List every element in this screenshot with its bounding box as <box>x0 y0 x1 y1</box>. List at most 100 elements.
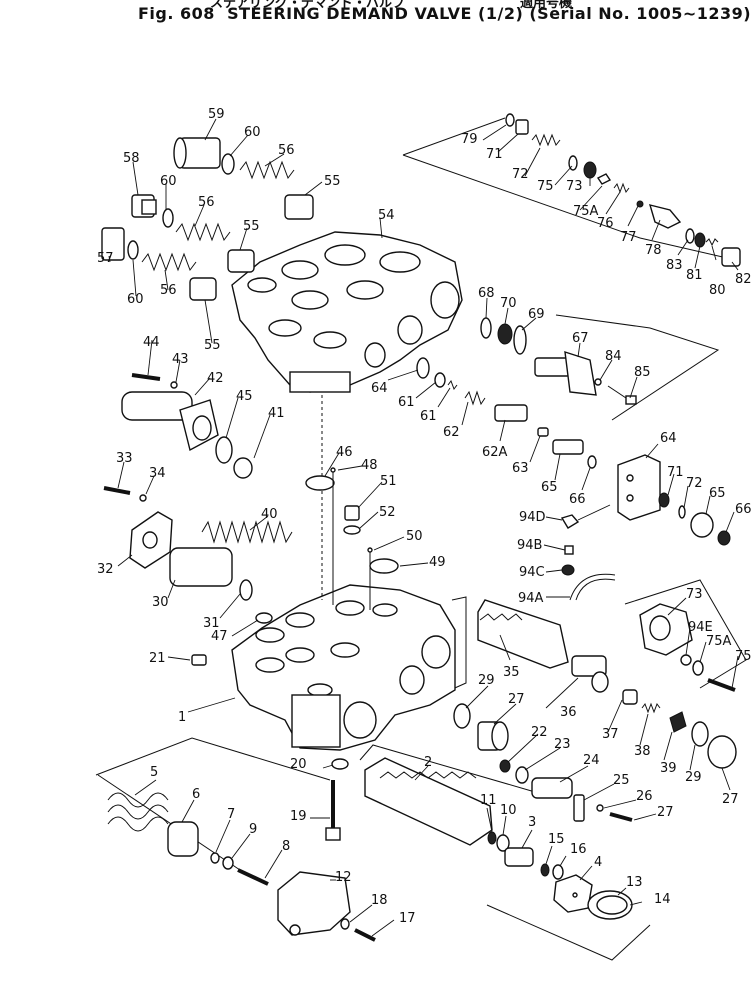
callout-47: 46 <box>336 445 353 460</box>
figure-title: Fig. 608 STEERING DEMAND VALVE (1/2) (Se… <box>138 4 751 23</box>
callout-94E: 94E <box>688 620 713 635</box>
callout-43: 42 <box>207 371 224 386</box>
callout-65-label: 65 <box>541 480 558 495</box>
callout-56: 56 <box>160 283 177 298</box>
callout-6: 6 <box>192 787 200 802</box>
callout-94A: 94A <box>518 591 544 606</box>
callout-58: 58 <box>123 151 140 166</box>
callout-82: 73 <box>566 179 583 194</box>
callout-34: 33 <box>116 451 133 466</box>
figure-name: STEERING DEMAND VALVE <box>227 4 472 23</box>
callout-70: 66 <box>735 502 752 517</box>
leader-lines <box>108 118 739 937</box>
callout-22: 22 <box>531 725 548 740</box>
callout-5: 5 <box>150 765 158 780</box>
callout-55: 55 <box>324 174 341 189</box>
callout-10: 10 <box>500 803 517 818</box>
callout-79: 70 <box>500 296 517 311</box>
callout-67: 63 <box>512 461 529 476</box>
callout-93: 84 <box>605 349 622 364</box>
callout-37: 36 <box>560 705 577 720</box>
callout-56: 56 <box>278 143 295 158</box>
callout-94: 85 <box>634 365 651 380</box>
callout-81: 72 <box>512 167 529 182</box>
callout-18: 18 <box>371 893 388 908</box>
callout-86: 77 <box>620 230 637 245</box>
block-parts <box>560 454 731 601</box>
title-bar: ステアリング・デマンド・バルブ 適用号機 Fig. 608 STEERING D… <box>0 0 754 30</box>
callout-53: 52 <box>379 505 396 520</box>
callout-26: 26 <box>636 789 653 804</box>
callout-64-label: 64 <box>660 431 677 446</box>
callout-31: 30 <box>152 595 169 610</box>
callout-7: 7 <box>227 807 235 822</box>
callout-92: 83 <box>666 258 683 273</box>
callout-59: 59 <box>208 107 225 122</box>
callout-3: 3 <box>528 815 536 830</box>
callout-57: 57 <box>97 251 114 266</box>
callout-94C: 94C <box>519 565 545 580</box>
callout-60: 60 <box>127 292 144 307</box>
callout-14: 14 <box>654 892 671 907</box>
callout-25: 25 <box>613 773 630 788</box>
callout-1: 1 <box>178 710 186 725</box>
callout-88: 79 <box>461 132 478 147</box>
callout-76: 67 <box>572 331 589 346</box>
callout-68: 64 <box>371 381 388 396</box>
callout-35: 34 <box>149 466 166 481</box>
callout-77: 68 <box>478 286 495 301</box>
callout-75-label: 75 <box>735 649 752 664</box>
figure-number: Fig. 608 <box>138 4 215 23</box>
title-japanese-serial: 適用号機 <box>520 0 573 11</box>
title-japanese: ステアリング・デマンド・バルブ <box>210 0 406 11</box>
callout-29: 27 <box>508 692 525 707</box>
callout-62: 61 <box>420 409 437 424</box>
callout-38: 37 <box>602 727 619 742</box>
left-middle-parts <box>103 373 293 666</box>
upper-valve-body <box>231 231 463 393</box>
callout-29: 27 <box>722 792 739 807</box>
callout-91: 82 <box>735 272 752 287</box>
callout-9: 9 <box>249 822 257 837</box>
callout-75A-label: 75A <box>706 634 732 649</box>
callout-72-label: 72 <box>686 476 703 491</box>
callout-20: 20 <box>290 757 307 772</box>
callout-89: 80 <box>709 283 726 298</box>
callout-83: 75 <box>537 179 554 194</box>
callout-39: 38 <box>634 744 651 759</box>
figure-serial: (Serial No. 1005~1239) <box>529 4 752 23</box>
callout-19: 19 <box>290 809 307 824</box>
callout-2: 2 <box>424 755 432 770</box>
callout-52: 51 <box>380 474 397 489</box>
callout-48: 47 <box>211 629 228 644</box>
upper-right-parts <box>505 113 741 267</box>
callout-54: 54 <box>378 208 395 223</box>
callout-11: 11 <box>480 793 497 808</box>
lower-parts <box>107 757 633 942</box>
figure-fraction: (1/2) <box>478 4 524 23</box>
callout-42: 41 <box>268 406 285 421</box>
callout-85: 76 <box>597 216 614 231</box>
callout-33: 32 <box>97 562 114 577</box>
lower-valve-body <box>231 584 456 751</box>
callout-73-label: 73 <box>686 587 703 602</box>
callout-55: 55 <box>204 338 221 353</box>
callout-78: 69 <box>528 307 545 322</box>
callout-23: 23 <box>554 737 571 752</box>
callout-13: 13 <box>626 875 643 890</box>
callout-4: 4 <box>594 855 602 870</box>
callout-40: 39 <box>660 761 677 776</box>
callout-17: 17 <box>399 911 416 926</box>
callout-62A: 62 <box>443 425 460 440</box>
callout-45: 44 <box>143 335 160 350</box>
callout-36: 35 <box>503 665 520 680</box>
callout-30: 29 <box>478 673 495 688</box>
callout-41: 40 <box>261 507 278 522</box>
callout-90: 81 <box>686 268 703 283</box>
callout-44: 43 <box>172 352 189 367</box>
callout-94D: 94D <box>519 510 546 525</box>
callout-51: 50 <box>406 529 423 544</box>
callout-56: 56 <box>198 195 215 210</box>
right-spool-parts <box>453 599 737 769</box>
